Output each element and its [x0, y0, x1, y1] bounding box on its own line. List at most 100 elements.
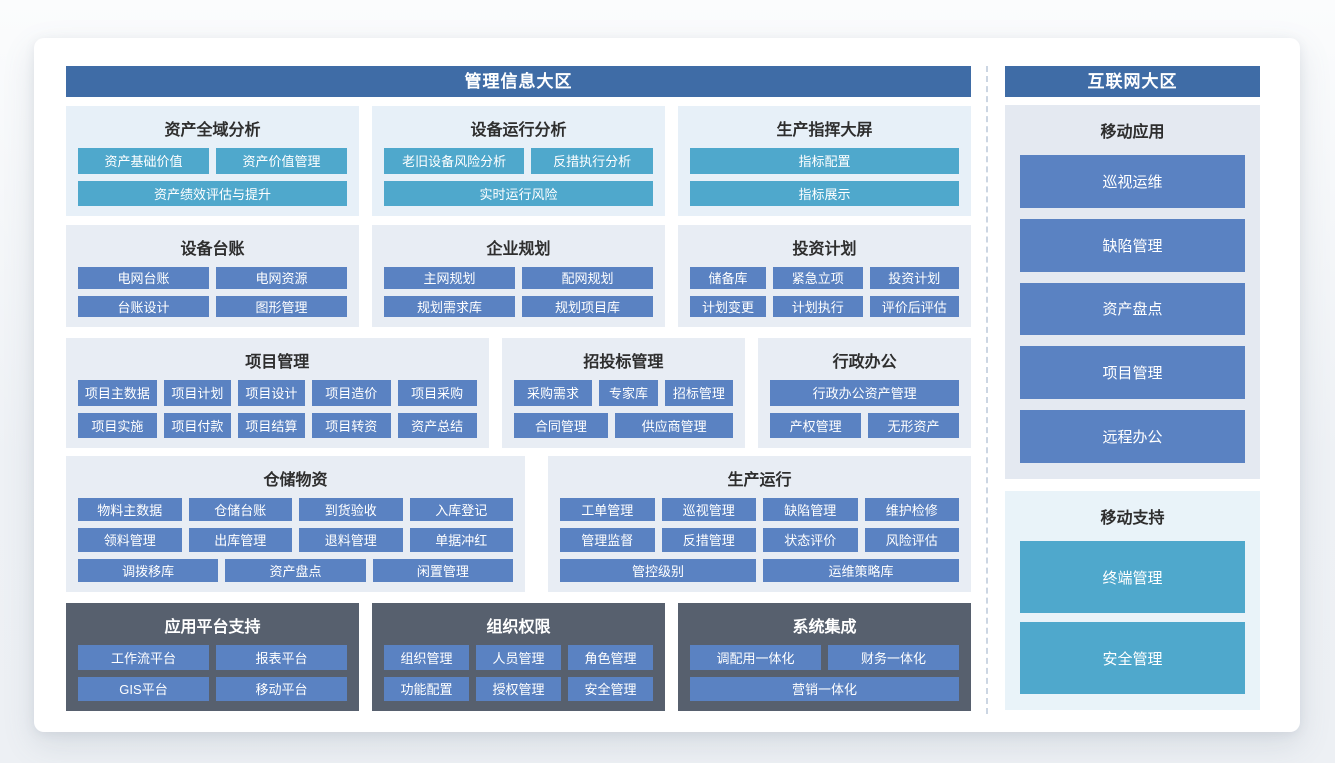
module-button[interactable]: 合同管理: [513, 412, 609, 438]
module-button[interactable]: 计划变更: [690, 295, 767, 317]
module-button[interactable]: 项目付款: [163, 412, 231, 438]
module-button[interactable]: 单据冲红: [409, 528, 513, 552]
module-button[interactable]: 状态评价: [763, 528, 858, 552]
module-button[interactable]: 物料主数据: [78, 498, 182, 522]
module-button[interactable]: 项目主数据: [78, 380, 157, 406]
panel-org-permission: 组织权限 组织管理 人员管理 角色管理 功能配置 授权管理 安全管理: [372, 603, 665, 711]
module-button[interactable]: 产权管理: [770, 412, 862, 438]
module-button[interactable]: 无形资产: [868, 412, 960, 438]
module-button[interactable]: 项目计划: [163, 380, 231, 406]
module-button[interactable]: 老旧设备风险分析: [384, 148, 525, 174]
module-button[interactable]: 巡视管理: [661, 498, 756, 522]
module-button[interactable]: 紧急立项: [773, 267, 863, 289]
module-button[interactable]: 评价后评估: [869, 295, 959, 317]
module-button[interactable]: 管控级别: [560, 558, 756, 582]
module-button[interactable]: 项目设计: [237, 380, 305, 406]
module-button[interactable]: 资产盘点: [225, 558, 366, 582]
module-button[interactable]: 资产价值管理: [216, 148, 347, 174]
panel-title: 行政办公: [832, 354, 897, 371]
module-button[interactable]: 巡视运维: [1020, 155, 1245, 208]
module-button[interactable]: 实时运行风险: [384, 180, 653, 206]
module-button[interactable]: 功能配置: [384, 676, 469, 701]
module-button[interactable]: 工单管理: [560, 498, 655, 522]
module-button[interactable]: 终端管理: [1020, 541, 1245, 613]
module-button[interactable]: 项目结算: [237, 412, 305, 438]
panel-device-ledger: 设备台账 电网台账 电网资源 台账设计 图形管理: [66, 225, 359, 327]
module-button[interactable]: 授权管理: [476, 676, 561, 701]
module-button[interactable]: 风险评估: [864, 528, 959, 552]
module-button[interactable]: 计划执行: [773, 295, 863, 317]
panel-system-integration: 系统集成 调配用一体化 财务一体化 营销一体化: [678, 603, 971, 711]
module-button[interactable]: 入库登记: [409, 498, 513, 522]
module-button[interactable]: 财务一体化: [828, 645, 959, 670]
module-button[interactable]: 调配用一体化: [690, 645, 821, 670]
module-button[interactable]: 仓储台账: [188, 498, 292, 522]
module-button[interactable]: 组织管理: [384, 645, 469, 670]
module-button[interactable]: 退料管理: [299, 528, 403, 552]
module-button[interactable]: 反措管理: [661, 528, 756, 552]
module-button[interactable]: 人员管理: [476, 645, 561, 670]
panel-project-management: 项目管理 项目主数据 项目计划 项目设计 项目造价 项目采购 项目实施 项目付款…: [66, 338, 489, 448]
module-button[interactable]: 投资计划: [869, 267, 959, 289]
module-button[interactable]: 项目转资: [311, 412, 391, 438]
module-button[interactable]: 资产盘点: [1020, 282, 1245, 336]
module-button[interactable]: 主网规划: [384, 267, 515, 289]
module-button[interactable]: 缺陷管理: [763, 498, 858, 522]
module-button[interactable]: 图形管理: [216, 295, 347, 317]
module-button[interactable]: 远程办公: [1020, 410, 1245, 463]
architecture-card: 管理信息大区 资产全域分析 资产基础价值 资产价值管理 资产绩效评估与提升 设备…: [34, 38, 1300, 732]
module-button[interactable]: 指标配置: [690, 148, 959, 174]
module-button[interactable]: 反措执行分析: [531, 148, 653, 174]
module-button[interactable]: 维护检修: [864, 498, 959, 522]
panel-asset-analysis: 资产全域分析 资产基础价值 资产价值管理 资产绩效评估与提升: [66, 106, 359, 216]
module-button[interactable]: 储备库: [690, 267, 767, 289]
module-button[interactable]: 台账设计: [78, 295, 209, 317]
module-button[interactable]: 运维策略库: [763, 558, 959, 582]
row-warehouse-production: 仓储物资 物料主数据 仓储台账 到货验收 入库登记 领料管理 出库管理 退料管理…: [66, 456, 971, 592]
module-button[interactable]: 项目实施: [78, 412, 157, 438]
module-button[interactable]: 项目造价: [311, 380, 391, 406]
module-button[interactable]: 电网台账: [78, 267, 209, 289]
module-button[interactable]: 规划需求库: [384, 295, 515, 317]
module-button[interactable]: 工作流平台: [78, 645, 209, 670]
panel-production-screen: 生产指挥大屏 指标配置 指标展示: [678, 106, 971, 216]
zone-header-internet: 互联网大区: [1005, 66, 1260, 97]
panel-enterprise-planning: 企业规划 主网规划 配网规划 规划需求库 规划项目库: [372, 225, 665, 327]
module-button[interactable]: 资产绩效评估与提升: [78, 180, 347, 206]
module-button[interactable]: 出库管理: [188, 528, 292, 552]
module-button[interactable]: 到货验收: [299, 498, 403, 522]
module-button[interactable]: 缺陷管理: [1020, 218, 1245, 272]
module-button[interactable]: 招标管理: [664, 380, 734, 406]
module-button[interactable]: 管理监督: [560, 528, 655, 552]
panel-title: 移动支持: [1100, 510, 1165, 527]
module-button[interactable]: 调拨移库: [78, 558, 219, 582]
panel-title: 移动应用: [1100, 124, 1165, 141]
module-button[interactable]: 采购需求: [513, 380, 593, 406]
module-button[interactable]: 供应商管理: [615, 412, 734, 438]
module-button[interactable]: 营销一体化: [690, 676, 959, 701]
module-button[interactable]: 配网规划: [522, 267, 653, 289]
module-button[interactable]: GIS平台: [78, 676, 209, 701]
module-button[interactable]: 闲置管理: [372, 558, 513, 582]
row-project-bidding-admin: 项目管理 项目主数据 项目计划 项目设计 项目造价 项目采购 项目实施 项目付款…: [66, 338, 971, 448]
module-button[interactable]: 角色管理: [568, 645, 653, 670]
module-button[interactable]: 领料管理: [78, 528, 182, 552]
module-button[interactable]: 移动平台: [216, 676, 347, 701]
panel-admin-office: 行政办公 行政办公资产管理 产权管理 无形资产: [758, 338, 971, 448]
module-button[interactable]: 项目管理: [1020, 346, 1245, 400]
module-button[interactable]: 指标展示: [690, 180, 959, 206]
module-button[interactable]: 规划项目库: [522, 295, 653, 317]
panel-production-operation: 生产运行 工单管理 巡视管理 缺陷管理 维护检修 管理监督 反措管理 状态评价 …: [548, 456, 971, 592]
module-button[interactable]: 安全管理: [568, 676, 653, 701]
module-button[interactable]: 电网资源: [216, 267, 347, 289]
module-button[interactable]: 行政办公资产管理: [770, 380, 959, 406]
module-button[interactable]: 安全管理: [1020, 622, 1245, 694]
panel-warehouse-materials: 仓储物资 物料主数据 仓储台账 到货验收 入库登记 领料管理 出库管理 退料管理…: [66, 456, 525, 592]
module-button[interactable]: 资产基础价值: [78, 148, 209, 174]
panel-title: 系统集成: [792, 619, 857, 636]
module-button[interactable]: 报表平台: [216, 645, 347, 670]
module-button[interactable]: 专家库: [599, 380, 658, 406]
module-button[interactable]: 项目采购: [397, 380, 477, 406]
module-button[interactable]: 资产总结: [397, 412, 477, 438]
panel-device-analysis: 设备运行分析 老旧设备风险分析 反措执行分析 实时运行风险: [372, 106, 665, 216]
